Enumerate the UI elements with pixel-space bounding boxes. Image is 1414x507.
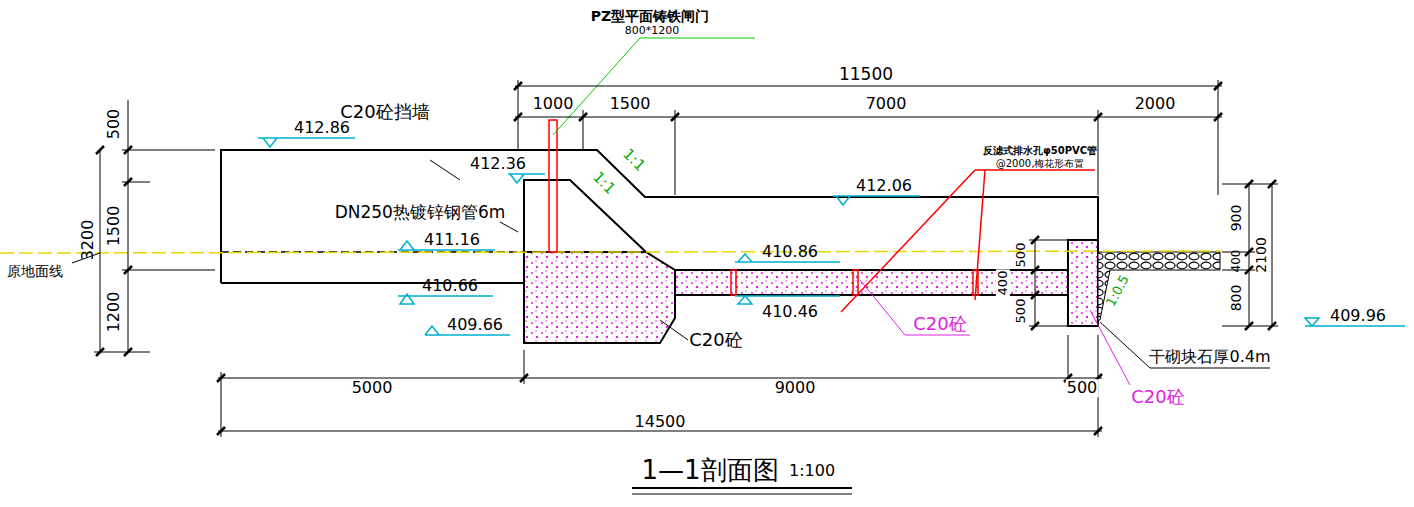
part-name: DN250热镀锌钢管6m	[335, 203, 506, 222]
dimension: 1500	[105, 206, 123, 247]
riprap-leader	[1150, 368, 1270, 369]
drain-leader	[975, 169, 1095, 171]
drain-note: 反滤式排水孔φ50PVC管	[983, 145, 1097, 156]
dimension: 1000	[533, 95, 574, 113]
dimension: 500	[1066, 379, 1099, 397]
elevation-marks	[258, 138, 1405, 335]
dimension: 900	[1229, 205, 1244, 232]
dimension: 500	[1014, 243, 1028, 268]
slab-leader	[905, 335, 970, 336]
slope-ratio: 1:1	[590, 169, 619, 198]
ground-line	[0, 251, 1222, 253]
drain-pipe	[731, 270, 736, 295]
dimension: 800	[1229, 285, 1244, 312]
block-leader	[660, 320, 688, 340]
dimension: 1200	[105, 292, 123, 333]
gate-symbol	[549, 120, 557, 252]
material-note: 干砌块石厚0.4m	[1149, 348, 1270, 366]
gate-size: 800*1200	[625, 25, 680, 37]
elevation: 410.86	[762, 243, 818, 261]
elevation: 412.36	[470, 155, 526, 173]
material: C20砼	[913, 314, 966, 334]
gate-leader	[640, 38, 755, 39]
scale: 1:100	[789, 462, 835, 480]
dimension: 400	[996, 270, 1010, 297]
elevation: 412.86	[294, 119, 350, 137]
drain-pipes	[731, 170, 1095, 312]
wall-leader	[430, 160, 460, 180]
wall-outline	[221, 150, 1098, 283]
drain-note: @2000,梅花形布置	[996, 158, 1085, 169]
dimension: 7000	[866, 95, 907, 113]
end-sill	[1068, 240, 1098, 326]
material: C20砼	[689, 330, 742, 350]
dimension: 1500	[610, 95, 651, 113]
elevation: 409.66	[447, 316, 503, 334]
title-underline	[632, 494, 852, 495]
concrete-block	[524, 252, 675, 343]
outer-wall-line	[221, 150, 1098, 283]
part-name: C20砼挡墙	[340, 102, 429, 122]
dimension: 3200	[79, 220, 97, 261]
dimension: 14500	[635, 413, 686, 431]
slope-ratio: 1:1	[620, 146, 649, 175]
elevation: 409.96	[1330, 307, 1386, 325]
drain-leader	[841, 170, 975, 312]
drawing-title: 1—1剖面图	[641, 456, 778, 485]
dimension: 11500	[839, 65, 893, 84]
dimension: 5000	[352, 379, 393, 397]
title-underline	[632, 487, 852, 489]
riprap-leader	[1100, 322, 1150, 368]
slope-ratio: 1:0.5	[1104, 273, 1132, 309]
dimension: 2000	[1135, 95, 1176, 113]
gate-note: PZ型平面铸铁闸门	[591, 9, 709, 24]
dimension: 500	[1014, 299, 1028, 324]
riprap	[1098, 252, 1220, 320]
pipe-leader	[500, 222, 518, 232]
dimension: 9000	[775, 379, 816, 397]
drain-pipe	[853, 270, 858, 295]
dimension: 2100	[1254, 237, 1269, 273]
slab-leader	[860, 280, 905, 335]
dimension: 400	[1230, 250, 1243, 273]
ground-note: 原地面线	[7, 264, 63, 279]
elevation: 411.16	[424, 231, 480, 249]
elevation: 412.06	[856, 177, 912, 195]
dimension-lines	[94, 80, 1278, 437]
dimension: 500	[105, 109, 123, 140]
material: C20砼	[1131, 387, 1184, 407]
elevation: 410.46	[762, 303, 818, 321]
elevation: 410.66	[422, 277, 478, 295]
concrete-fill	[524, 240, 1098, 343]
pipe-box-bottom	[221, 282, 524, 284]
drain-leader	[975, 170, 985, 300]
dimension-ticks	[96, 82, 1276, 435]
sill-leader	[1090, 310, 1130, 385]
inner-wall-line	[524, 180, 646, 252]
